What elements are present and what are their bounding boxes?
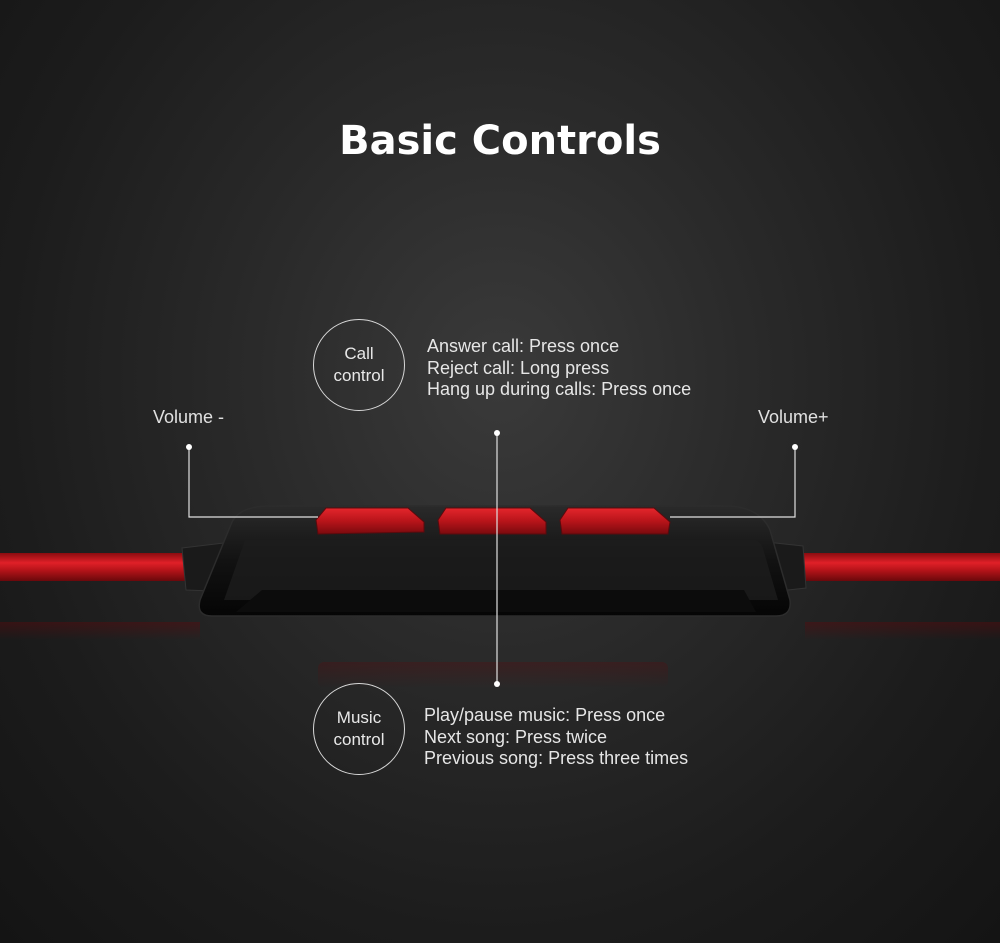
music-control-circle: Music control <box>313 683 405 775</box>
volume-plus-dot <box>792 444 798 450</box>
music-dot <box>494 681 500 687</box>
call-control-line: Hang up during calls: Press once <box>427 379 692 399</box>
page-title: Basic Controls <box>339 118 661 164</box>
music-control-description: Play/pause music: Press once Next song: … <box>424 705 688 770</box>
volume-minus-dot <box>186 444 192 450</box>
call-control-line: Reject call: Long press <box>427 357 610 378</box>
call-control-circle-line: Call <box>344 344 374 363</box>
button-reflection <box>318 662 668 688</box>
cable-reflection-left <box>0 622 200 640</box>
call-control-circle: Call control <box>313 319 405 411</box>
music-control-line: Play/pause music: Press once <box>424 705 666 725</box>
cable-left <box>0 553 200 581</box>
remote-body-bevel <box>224 540 778 600</box>
music-control-line: Next song: Press twice <box>424 726 608 747</box>
call-control-line: Answer call: Press once <box>427 336 620 356</box>
music-control-circle-line: control <box>333 730 385 749</box>
volume-plus-button[interactable] <box>559 507 671 535</box>
volume-plus-leader <box>670 447 796 518</box>
volume-minus-button[interactable] <box>315 507 425 535</box>
volume-minus-leader <box>188 447 318 518</box>
volume-plus-label: Volume+ <box>758 407 829 427</box>
call-control-circle-line: control <box>333 366 385 385</box>
call-control-description: Answer call: Press once Reject call: Lon… <box>427 336 691 401</box>
volume-minus-label: Volume - <box>153 407 225 427</box>
call-dot <box>494 430 500 436</box>
cable-right <box>800 553 1000 581</box>
call-music-button[interactable] <box>437 507 547 535</box>
cable-reflection-right <box>805 622 1000 640</box>
music-control-circle-line: Music <box>336 708 382 727</box>
music-control-line: Previous song: Press three times <box>424 748 689 768</box>
remote-body-lower-face <box>236 590 756 612</box>
